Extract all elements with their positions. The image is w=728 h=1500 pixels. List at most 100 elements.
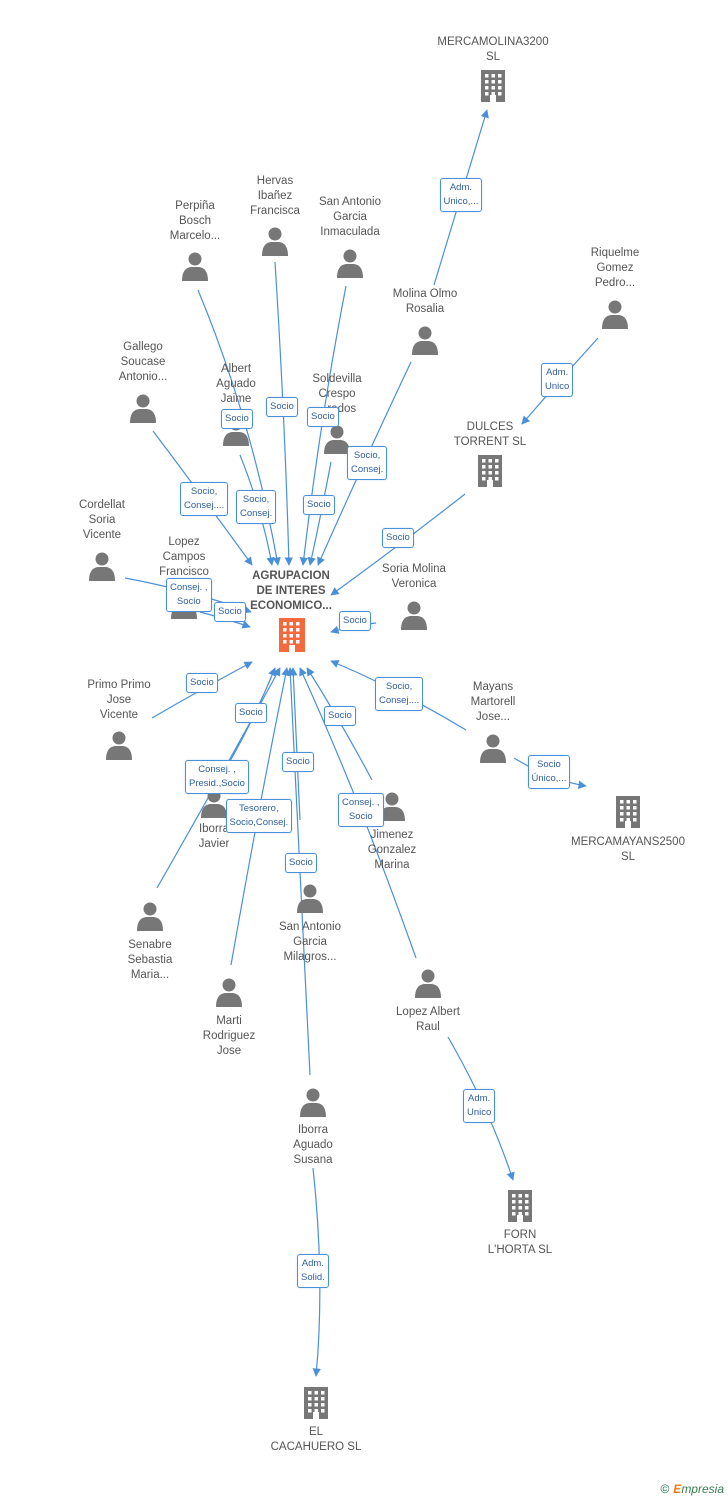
node-label: Marcelo... xyxy=(170,230,221,242)
edge-label-lopez_a[interactable]: Consej. ,Socio xyxy=(338,793,384,827)
edge-label-mercamolina[interactable]: Adm.Unico,... xyxy=(439,178,483,212)
edge-label-soria[interactable]: Socio xyxy=(339,611,371,631)
node-label: DULCES xyxy=(467,421,514,433)
edge-label-line: Unico,... xyxy=(443,196,479,207)
edge-label-line: Socio xyxy=(311,411,335,422)
person-icon xyxy=(262,227,288,256)
edge-label-marti[interactable]: Tesorero,Socio,Consej. xyxy=(225,799,293,833)
node-label: Jimenez xyxy=(371,829,414,841)
edge-label-perpina[interactable]: Socio,Consej. xyxy=(236,490,277,524)
edge-label-lopez_c[interactable]: Socio xyxy=(214,602,246,622)
node-label: Crespo xyxy=(318,388,355,400)
node-label: Soucase xyxy=(121,356,166,368)
edge-label-line: Consej. xyxy=(351,464,384,475)
node-label: Ibañez xyxy=(258,190,293,202)
node-mayans[interactable]: MayansMartorellJose... xyxy=(471,681,516,763)
building-icon xyxy=(508,1190,532,1222)
edge-line-soldevilla xyxy=(307,461,332,566)
node-label: Raul xyxy=(416,1021,440,1033)
node-label: Francisco xyxy=(159,566,209,578)
edge-label-line: Presid.,Socio xyxy=(189,778,245,789)
edge-label-senabre[interactable]: Consej. ,Presid.,Socio xyxy=(185,760,249,794)
node-riquelme[interactable]: RiquelmeGomezPedro... xyxy=(591,247,640,329)
edge-label-hervas[interactable]: Socio xyxy=(266,397,298,417)
edge-label-gallego[interactable]: Socio,Consej.... xyxy=(180,482,229,516)
edge-label-line: Unico xyxy=(545,381,570,392)
node-label: Aguado xyxy=(293,1139,333,1151)
person-icon xyxy=(297,884,323,913)
node-label: Marti xyxy=(216,1015,242,1027)
edge-label-cacahuero[interactable]: Adm.Solid. xyxy=(297,1254,329,1288)
edge-label-line: Adm. xyxy=(301,1258,324,1269)
edge-label-cordellat[interactable]: Consej. ,Socio xyxy=(166,578,212,612)
edge-line-sanantonio_m xyxy=(289,667,301,821)
node-label: Marina xyxy=(374,859,410,871)
edge-label-jimenez[interactable]: Socio xyxy=(324,706,356,726)
node-gallego[interactable]: GallegoSoucaseAntonio... xyxy=(119,341,168,423)
edge-label-albert[interactable]: Socio xyxy=(221,409,253,429)
edge-label-soldevilla[interactable]: Socio xyxy=(303,495,335,515)
node-label: MERCAMAYANS2500 xyxy=(571,836,685,848)
node-label: Jose... xyxy=(476,711,510,723)
node-label: Mayans xyxy=(473,681,514,693)
edge-label-molina[interactable]: Socio,Consej. xyxy=(347,446,388,480)
node-label: Iborra xyxy=(199,823,230,835)
node-label: Maria... xyxy=(131,969,169,981)
edge-label-iborra_s[interactable]: Socio xyxy=(285,853,317,873)
edge-label-line: Consej.... xyxy=(379,695,420,706)
node-label: Soria Molina xyxy=(382,563,447,575)
edge-label-line: Único,... xyxy=(531,773,567,784)
edge-label-line: Consej.... xyxy=(184,500,225,511)
edge-label-line: Socio, xyxy=(385,681,413,692)
node-label: Jaime xyxy=(221,393,252,405)
person-icon xyxy=(300,1088,326,1117)
edge-label-sanantonio_m[interactable]: Socio xyxy=(282,752,314,772)
edge-label-line: Consej. xyxy=(240,508,273,519)
node-perpina[interactable]: PerpiñaBoschMarcelo... xyxy=(170,200,221,281)
edge-label-riquelme[interactable]: Adm.Unico xyxy=(541,363,574,397)
building-icon xyxy=(481,70,505,102)
edge-label-line: Socio xyxy=(537,759,561,770)
edge-label-sanantonio_i[interactable]: Socio xyxy=(307,407,339,427)
edge-label-mayans[interactable]: Socio, Consej.... xyxy=(375,677,424,711)
node-label: Francisca xyxy=(250,205,300,217)
edge-label-line: Adm. xyxy=(468,1093,491,1104)
edge-label-forn[interactable]: Adm.Unico xyxy=(463,1089,496,1123)
edge-label-line: Socio,Consej. xyxy=(229,817,289,828)
person-icon xyxy=(216,978,242,1007)
edge-label-line: Consej. , xyxy=(170,582,208,593)
edge-label-line: Socio xyxy=(286,756,310,767)
nodes: MERCAMOLINA3200SLHervasIbañezFranciscaPe… xyxy=(79,36,685,1453)
node-label: SL xyxy=(486,51,501,63)
edge-label-line: Socio xyxy=(225,413,249,424)
node-label: Soldevilla xyxy=(312,373,362,385)
node-senabre[interactable]: SenabreSebastiaMaria... xyxy=(128,902,173,982)
brand-name: mpresia xyxy=(681,1482,724,1496)
edge-label-dulces[interactable]: Socio xyxy=(382,528,414,548)
center-label: AGRUPACION xyxy=(252,570,330,582)
edge-label-iborra_j[interactable]: Socio xyxy=(235,703,267,723)
edge-label-primo[interactable]: Socio xyxy=(186,673,218,693)
center-label: ECONOMICO... xyxy=(250,600,332,612)
person-icon xyxy=(412,326,438,355)
node-sanantonio-m[interactable]: San AntonioGarciaMilagros... xyxy=(279,884,341,964)
